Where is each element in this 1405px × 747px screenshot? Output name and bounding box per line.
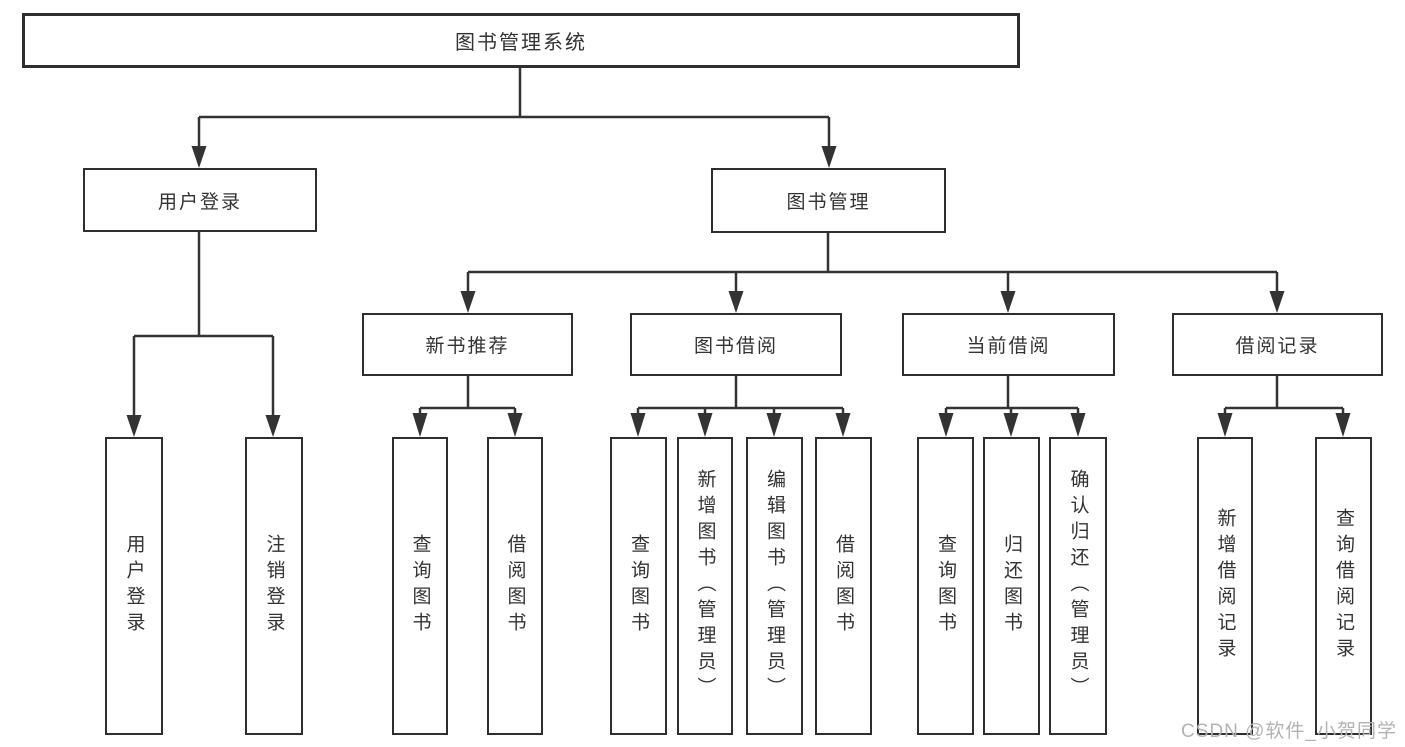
node-borrow-record: 借阅记录 bbox=[1172, 313, 1383, 376]
node-leaf-query-book-3: 查询图书 bbox=[917, 437, 974, 735]
node-leaf-add-borrow-record: 新增借阅记录 bbox=[1197, 437, 1253, 735]
node-leaf-query-book-1: 查询图书 bbox=[392, 437, 448, 735]
node-leaf-query-borrow-record: 查询借阅记录 bbox=[1315, 437, 1372, 735]
node-leaf-borrow-book-1: 借阅图书 bbox=[487, 437, 543, 735]
node-leaf-query-book-2: 查询图书 bbox=[610, 437, 667, 735]
node-current-borrow: 当前借阅 bbox=[902, 313, 1115, 376]
watermark-csdn: CSDN @软件_小贺同学 bbox=[1181, 721, 1397, 742]
node-leaf-borrow-book-2: 借阅图书 bbox=[815, 437, 872, 735]
node-book-management-module: 图书管理 bbox=[711, 168, 946, 233]
connector-paths bbox=[132, 68, 1345, 417]
node-leaf-edit-book-admin: 编辑图书（管理员） bbox=[746, 437, 803, 735]
node-library-management-system: 图书管理系统 bbox=[22, 13, 1020, 68]
node-new-book-recommend: 新书推荐 bbox=[362, 313, 573, 376]
node-book-borrow: 图书借阅 bbox=[630, 313, 842, 376]
node-leaf-logout: 注销登录 bbox=[245, 437, 303, 735]
node-leaf-confirm-return-admin: 确认归还（管理员） bbox=[1049, 437, 1107, 735]
node-leaf-user-login: 用户登录 bbox=[105, 437, 163, 735]
node-leaf-return-book: 归还图书 bbox=[983, 437, 1040, 735]
arrowheads bbox=[126, 146, 1351, 437]
node-leaf-add-book-admin: 新增图书（管理员） bbox=[677, 437, 733, 735]
node-user-login-module: 用户登录 bbox=[83, 168, 317, 232]
